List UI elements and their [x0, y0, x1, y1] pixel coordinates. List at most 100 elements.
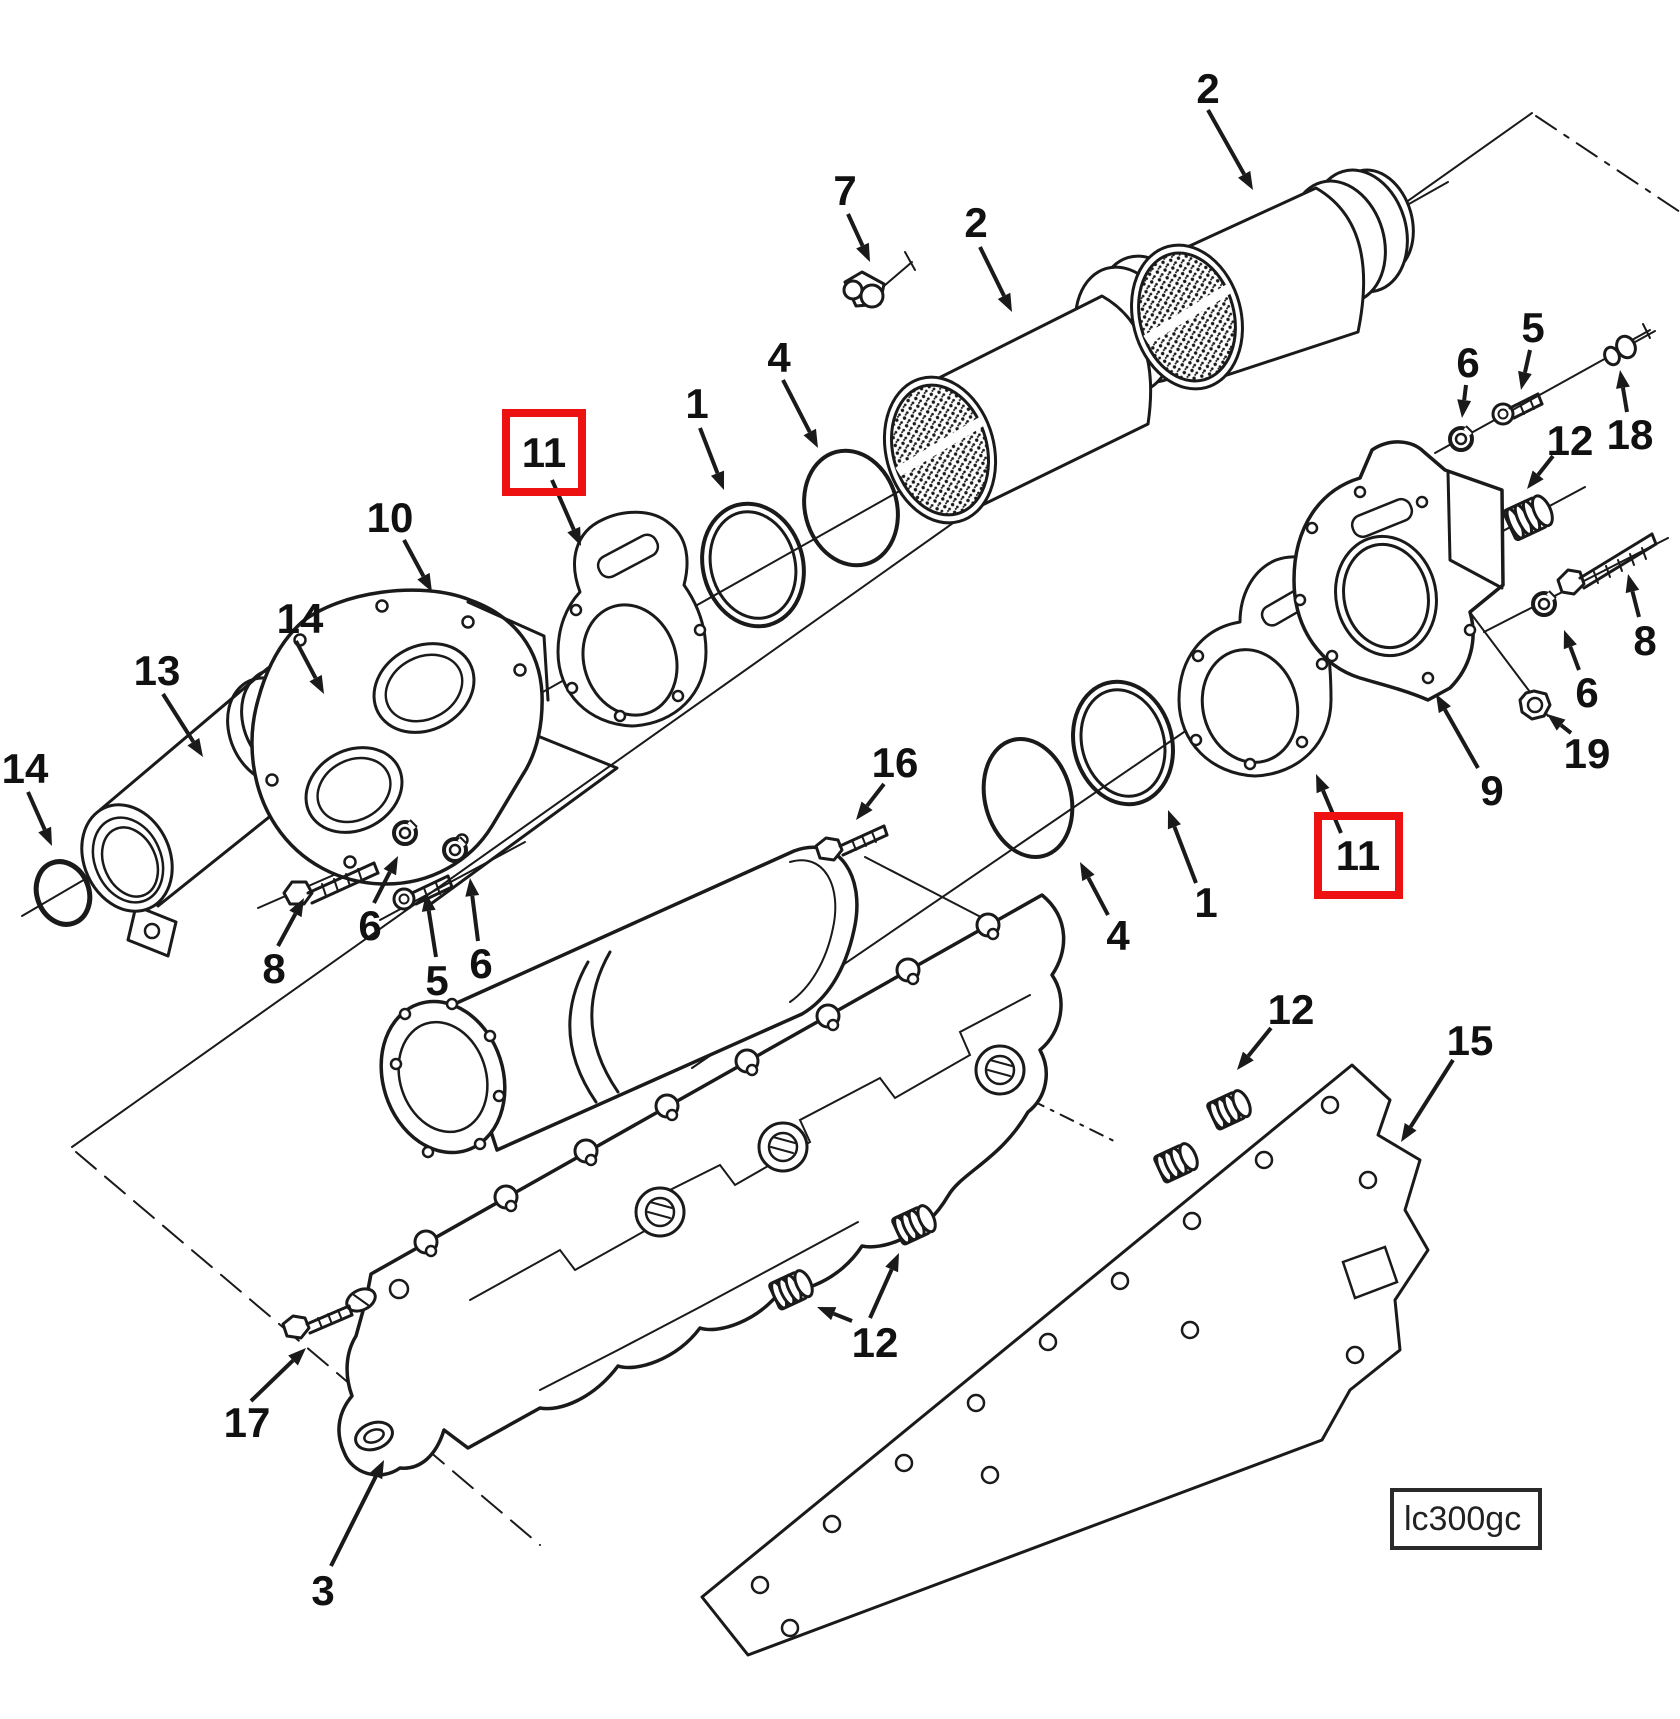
- part-number-label: 14: [2, 745, 49, 792]
- part-19-plug: [1518, 689, 1552, 721]
- callout-12: 12: [817, 1253, 899, 1366]
- part-12-pipe-plug: [768, 1269, 814, 1311]
- part-number-label: 18: [1607, 411, 1654, 458]
- callout-4: 4: [767, 334, 818, 448]
- part-number-label: 16: [872, 739, 919, 786]
- part-12-pipe-plug: [1153, 1142, 1199, 1184]
- callout-12: 12: [1527, 417, 1593, 489]
- part-8-hex-bolt: [1556, 532, 1658, 596]
- part-12-pipe-plug: [891, 1204, 937, 1246]
- part-12-pipe-plug: [1206, 1089, 1252, 1131]
- part-18-fitting: [1603, 323, 1651, 367]
- callout-5: 5: [1518, 304, 1545, 390]
- callout-4: 4: [1080, 862, 1130, 959]
- part-number-label: 12: [852, 1319, 899, 1366]
- highlight-box: [502, 409, 586, 496]
- callout-2: 2: [1196, 65, 1253, 190]
- part-number-label: 8: [1633, 617, 1656, 664]
- callout-18: 18: [1607, 370, 1654, 458]
- part-5-bolt: [392, 874, 454, 911]
- part-number-label: 2: [1196, 65, 1219, 112]
- figure-code-label: lc300gc: [1404, 1500, 1521, 1538]
- part-number-label: 17: [224, 1399, 271, 1446]
- housing-edge-bolt-tabs: [413, 912, 1001, 1258]
- part-number-label: 10: [367, 494, 414, 541]
- part-number-label: 1: [1194, 879, 1217, 926]
- part-14-o-ring: [33, 859, 93, 927]
- callout-10: 10: [367, 494, 432, 592]
- callout-5: 5: [421, 893, 449, 1004]
- callout-16: 16: [856, 739, 918, 820]
- part-6-lock-washer: [442, 836, 468, 863]
- part-4-o-ring: [802, 448, 900, 568]
- callout-1: 1: [1167, 810, 1218, 926]
- part-10-oil-cooler-cover-front: [250, 588, 619, 908]
- part-number-label: 5: [1521, 304, 1544, 351]
- part-12-pipe-plug: [1502, 494, 1554, 542]
- part-4-o-ring: [981, 736, 1075, 860]
- part-6-lock-washer: [1448, 425, 1474, 452]
- part-number-label: 19: [1564, 730, 1611, 777]
- housing-threaded-port: [757, 1121, 809, 1173]
- callout-2: 2: [964, 199, 1012, 312]
- part-number-label: 6: [469, 940, 492, 987]
- callout-12: 12: [1237, 986, 1314, 1070]
- part-9-oil-cooler-cover-rear: [1292, 440, 1505, 702]
- callout-15: 15: [1401, 1017, 1493, 1142]
- housing-threaded-port: [634, 1186, 686, 1238]
- part-number-label: 7: [833, 167, 856, 214]
- housing-foot: [345, 1278, 410, 1452]
- callout-19: 19: [1547, 714, 1610, 777]
- part-number-label: 8: [262, 945, 285, 992]
- callout-6: 6: [1456, 339, 1480, 418]
- figure-code-box: lc300gc: [1390, 1488, 1542, 1550]
- part-6-lock-washer: [1531, 590, 1557, 617]
- callout-8: 8: [262, 898, 304, 992]
- callout-17: 17: [224, 1348, 306, 1446]
- callout-1: 1: [685, 380, 725, 490]
- part-number-label: 12: [1268, 986, 1315, 1033]
- callout-7: 7: [833, 167, 870, 262]
- part-number-label: 2: [964, 199, 987, 246]
- part-number-label: 6: [1575, 669, 1598, 716]
- callout-6: 6: [465, 878, 493, 987]
- part-number-label: 15: [1447, 1017, 1494, 1064]
- part-number-label: 9: [1480, 767, 1503, 814]
- part-15-oil-cooler-core-gasket: [700, 1063, 1430, 1657]
- part-number-label: 4: [1106, 912, 1130, 959]
- callout-6: 6: [358, 856, 398, 949]
- part-5-bolt: [1491, 392, 1544, 426]
- callout-11: 11: [1314, 774, 1403, 899]
- part-1-seal-ring: [1071, 679, 1175, 807]
- callout-14: 14: [277, 595, 324, 694]
- part-number-label: 6: [358, 902, 381, 949]
- housing-threaded-port: [974, 1044, 1026, 1096]
- part-number-label: 13: [134, 647, 181, 694]
- callout-11: 11: [502, 409, 586, 546]
- callout-8: 8: [1625, 574, 1657, 664]
- part-8-hex-bolt: [282, 861, 380, 906]
- callout-14: 14: [2, 745, 52, 846]
- highlight-box: [1314, 812, 1403, 899]
- part-1-seal-ring: [700, 501, 806, 629]
- part-number-label: 4: [767, 334, 791, 381]
- callout-6: 6: [1563, 630, 1599, 716]
- part-number-label: 1: [685, 380, 708, 427]
- part-number-label: 5: [425, 957, 448, 1004]
- part-number-label: 11: [1336, 832, 1380, 879]
- part-number-label: 12: [1547, 417, 1594, 464]
- part-7-fitting: [842, 251, 916, 309]
- part-6-lock-washer: [392, 819, 418, 846]
- part-number-label: 6: [1456, 339, 1479, 386]
- part-11-cover-gasket-front: [556, 510, 708, 728]
- part-3-oil-cooler-housing: [337, 845, 1066, 1477]
- part-2-oil-cooler-element: [1130, 168, 1415, 391]
- callout-9: 9: [1436, 694, 1504, 814]
- callout-3: 3: [311, 1460, 384, 1614]
- part-number-label: 11: [522, 429, 566, 476]
- callout-13: 13: [134, 647, 203, 757]
- part-number-label: 3: [311, 1567, 334, 1614]
